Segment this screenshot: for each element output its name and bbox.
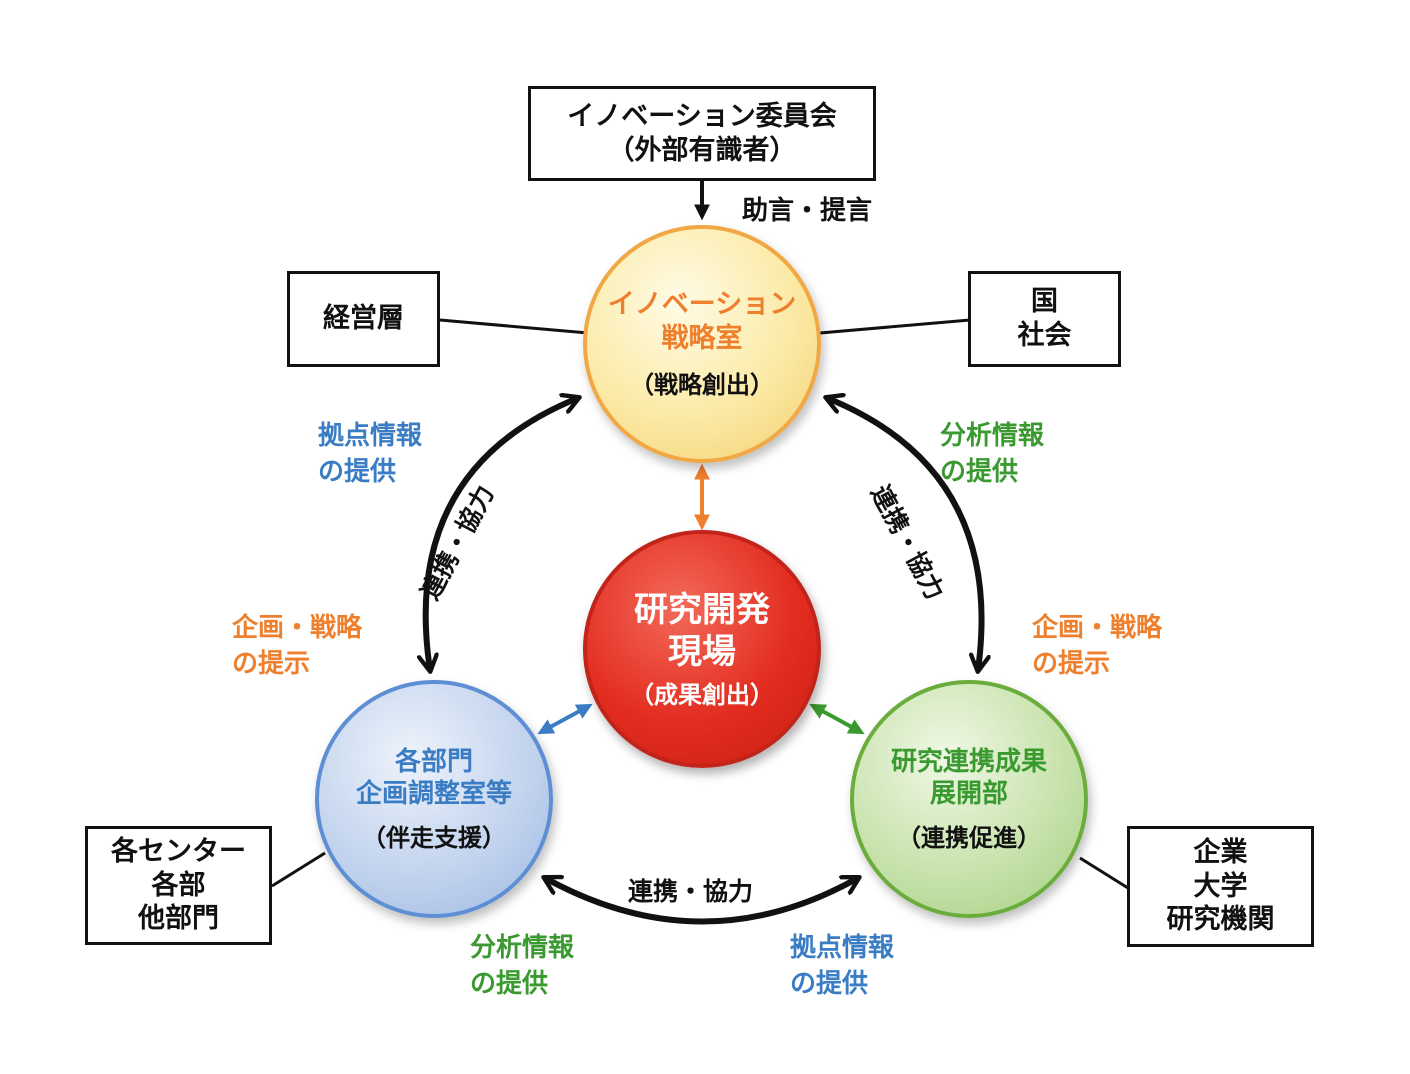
- planning-research-arrow: [537, 703, 593, 735]
- partnership-dept-title-line1: 研究連携成果: [890, 746, 1047, 777]
- collab-arrow-right: [827, 398, 982, 670]
- planning-office-title-line1: 各部門: [394, 746, 473, 777]
- partnership-dept-circle: 研究連携成果 展開部 （連携促進）: [850, 680, 1088, 918]
- research-site-circle: 研究開発 現場 （成果創出）: [583, 530, 821, 768]
- industry-label-line2: 大学: [1193, 870, 1248, 902]
- collab-arrow-bottom: [545, 878, 858, 925]
- analysis-info-right-label: 分析情報 の提供: [940, 418, 1044, 491]
- analysis-info-bottom-label: 分析情報 の提供: [470, 930, 574, 1003]
- nation-label-line1: 国: [1031, 286, 1058, 318]
- partnership-dept-subtitle: （連携促進）: [897, 823, 1041, 852]
- planning-office-title-line2: 企画調整室等: [355, 779, 512, 809]
- base-info-bottom-line1: 拠点情報: [790, 933, 895, 963]
- planning-office-circle: 各部門 企画調整室等 （伴走支援）: [315, 680, 553, 918]
- partnership-research-arrow: [809, 703, 865, 735]
- management-label: 経営層: [323, 303, 404, 335]
- plan-left-label: 企画・戦略 の提示: [232, 610, 362, 683]
- strategy-office-title-line1: イノベーション: [607, 289, 797, 321]
- nation-box: 国 社会: [968, 271, 1121, 367]
- research-site-title-line1: 研究開発: [634, 589, 770, 630]
- base-info-left-line2: の提供: [318, 457, 397, 488]
- centers-label-line3: 他部門: [138, 903, 219, 935]
- centers-box: 各センター 各部 他部門: [85, 826, 272, 945]
- industry-connector: [1079, 856, 1129, 890]
- management-connector: [439, 318, 589, 335]
- base-info-left-line1: 拠点情報: [318, 421, 423, 451]
- centers-label-line1: 各センター: [111, 835, 246, 867]
- analysis-info-right-line1: 分析情報: [940, 421, 1045, 451]
- collab-arrow-left: [426, 398, 578, 670]
- plan-right-line1: 企画・戦略: [1032, 613, 1163, 643]
- base-info-bottom-line2: の提供: [790, 969, 869, 1000]
- nation-connector: [819, 318, 971, 335]
- plan-right-label: 企画・戦略 の提示: [1032, 610, 1162, 683]
- nation-label-line2: 社会: [1017, 320, 1072, 351]
- analysis-info-bottom-line2: の提供: [470, 969, 549, 1000]
- planning-office-subtitle: （伴走支援）: [362, 823, 506, 852]
- strategy-office-circle: イノベーション 戦略室 （戦略創出）: [583, 225, 821, 463]
- strategy-office-subtitle: （戦略創出）: [630, 370, 774, 399]
- analysis-info-bottom-line1: 分析情報: [470, 933, 575, 963]
- research-site-subtitle: （成果創出）: [630, 680, 774, 709]
- base-info-left-label: 拠点情報 の提供: [318, 418, 422, 491]
- committee-title: イノベーション委員会: [567, 100, 837, 132]
- centers-label-line2: 各部: [151, 869, 206, 901]
- industry-label-line3: 研究機関: [1166, 904, 1275, 936]
- industry-box: 企業 大学 研究機関: [1127, 826, 1314, 947]
- strategy-office-title-line2: 戦略室: [661, 323, 743, 354]
- industry-label-line1: 企業: [1193, 836, 1248, 868]
- centers-connector: [271, 851, 326, 888]
- plan-left-line2: の提示: [232, 649, 311, 680]
- committee-subtitle: （外部有識者）: [607, 134, 797, 166]
- management-box: 経営層: [287, 271, 440, 367]
- base-info-bottom-label: 拠点情報 の提供: [790, 930, 894, 1003]
- research-site-title-line2: 現場: [668, 632, 736, 672]
- analysis-info-right-line2: の提供: [940, 457, 1019, 488]
- plan-left-line1: 企画・戦略: [232, 613, 363, 643]
- partnership-dept-title-line2: 展開部: [929, 779, 1008, 809]
- committee-box: イノベーション委員会 （外部有識者）: [528, 86, 876, 181]
- collab-bottom-label: 連携・協力: [628, 877, 754, 906]
- advice-label: 助言・提言: [742, 196, 873, 226]
- plan-right-line2: の提示: [1032, 649, 1111, 680]
